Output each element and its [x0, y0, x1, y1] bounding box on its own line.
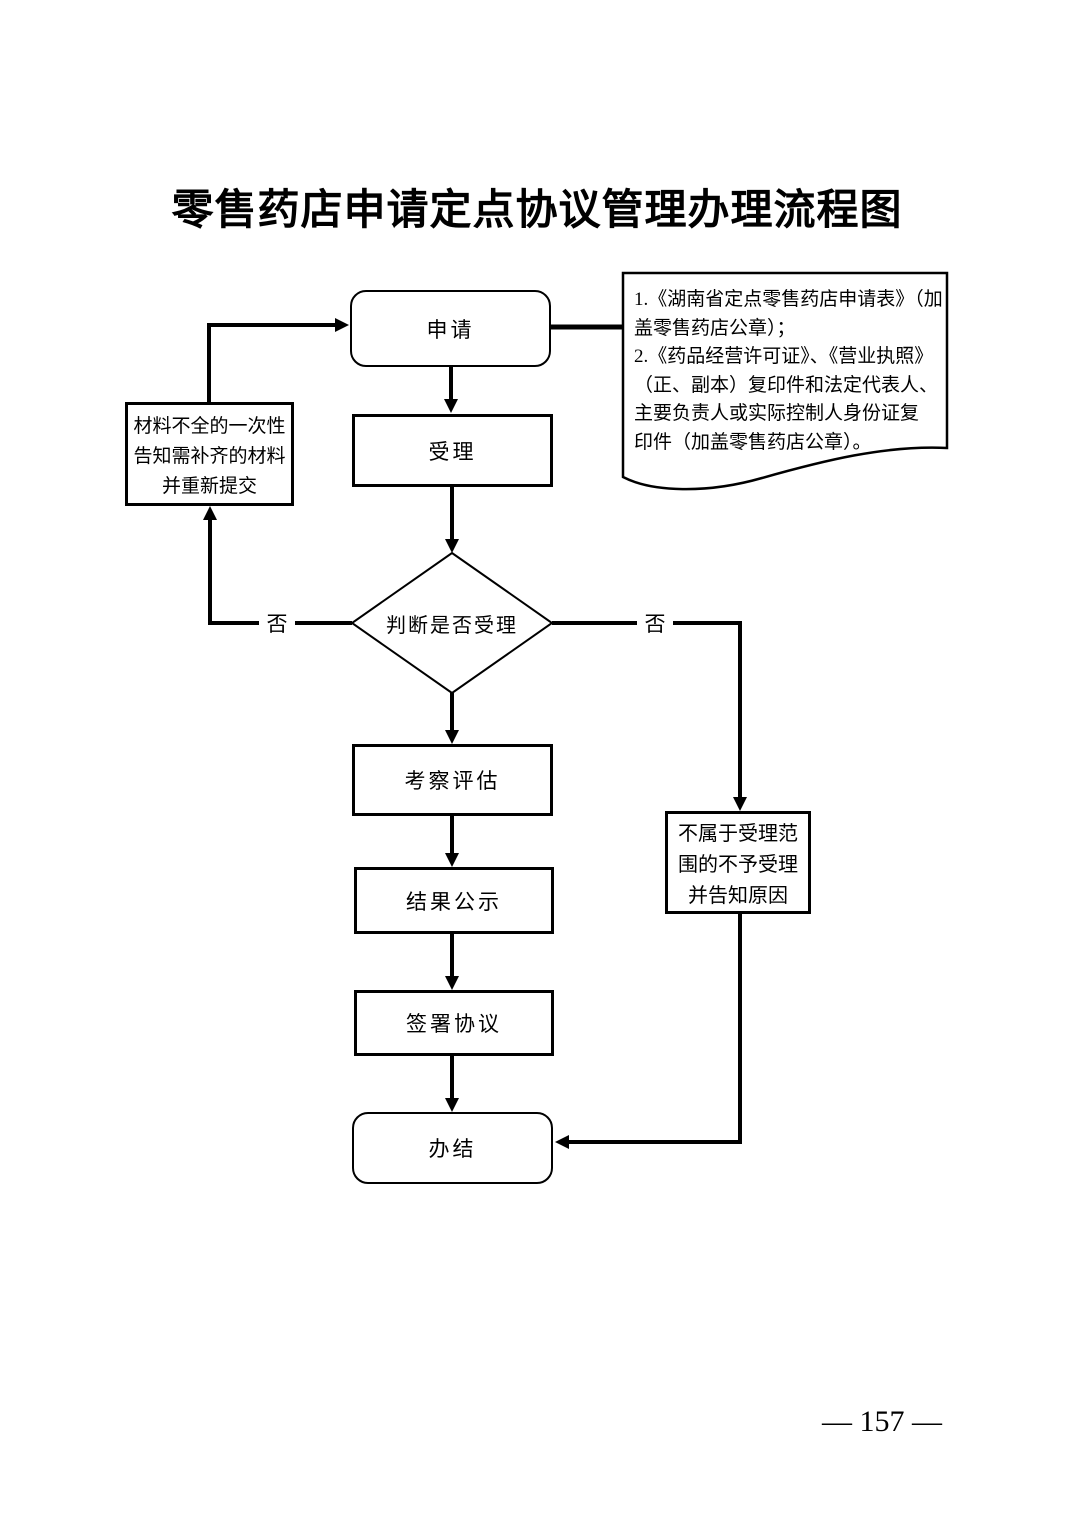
resubmit-box: 材料不全的一次性 告知需补齐的材料 并重新提交: [125, 402, 294, 506]
arrow-decision-to-evaluate: [445, 693, 459, 744]
branch-label-no-right-text: 否: [644, 612, 666, 636]
annotation-line-1: 1.《湖南省定点零售药店申请表》（加: [634, 289, 943, 310]
flow-node-decision-label: 判断是否受理: [386, 614, 518, 637]
flow-node-decision: 判断是否受理: [352, 553, 552, 693]
branch-label-no-left-text: 否: [266, 612, 288, 636]
arrow-evaluate-to-publicity: [445, 816, 459, 867]
flow-node-publicity: 结果公示: [354, 867, 554, 934]
flow-node-complete-label: 办结: [428, 1137, 477, 1161]
arrow-resubmit-to-apply: [207, 318, 349, 402]
flow-node-complete: 办结: [352, 1112, 553, 1184]
reject-line-3: 并告知原因: [688, 885, 788, 907]
arrow-decision-no-to-reject: [552, 621, 747, 811]
annotation-line-6: 印件（加盖零售药店公章）。: [634, 431, 872, 453]
annotation-line-4: （正、副本）复印件和法定代表人、: [634, 374, 939, 396]
reject-line-1: 不属于受理范: [678, 823, 798, 845]
annotation-line-2: 盖零售药店公章）；: [634, 317, 796, 339]
arrow-publicity-to-sign: [445, 934, 459, 990]
resubmit-line-1: 材料不全的一次性: [133, 416, 286, 437]
branch-label-no-right: 否: [637, 607, 673, 639]
arrow-sign-to-complete: [445, 1056, 459, 1112]
flow-node-evaluate: 考察评估: [352, 744, 553, 816]
page-number: — 157 —: [822, 1405, 942, 1438]
flow-node-accept-label: 受理: [428, 439, 477, 464]
annotation-line-3: 2.《药品经营许可证》、《营业执照》: [634, 346, 934, 367]
reject-line-2: 围的不予受理: [678, 854, 798, 876]
arrow-apply-to-accept: [444, 365, 458, 413]
branch-label-no-left: 否: [259, 607, 295, 639]
page-title: 零售药店申请定点协议管理办理流程图: [171, 186, 903, 233]
resubmit-line-3: 并重新提交: [161, 476, 257, 497]
annotation-document-shape: [621, 271, 949, 491]
flow-node-apply: 申请: [350, 290, 551, 367]
arrow-reject-to-complete: [555, 913, 742, 1149]
resubmit-line-2: 告知需补齐的材料: [133, 446, 286, 467]
flow-node-publicity-label: 结果公示: [406, 889, 502, 914]
reject-box: 不属于受理范 围的不予受理 并告知原因: [665, 811, 811, 914]
flow-node-apply-label: 申请: [426, 317, 475, 342]
flow-node-sign: 签署协议: [354, 990, 554, 1056]
arrow-accept-to-decision: [445, 486, 459, 553]
flow-node-evaluate-label: 考察评估: [404, 769, 501, 793]
arrow-decision-no-to-resubmit: [203, 506, 352, 625]
annotation-line-5: 主要负责人或实际控制人身份证复: [634, 403, 920, 424]
flow-node-sign-label: 签署协议: [406, 1012, 502, 1036]
annotation-materials-list: 1.《湖南省定点零售药店申请表》（加 盖零售药店公章）； 2.《药品经营许可证》…: [634, 286, 943, 457]
flow-node-accept: 受理: [352, 414, 553, 487]
